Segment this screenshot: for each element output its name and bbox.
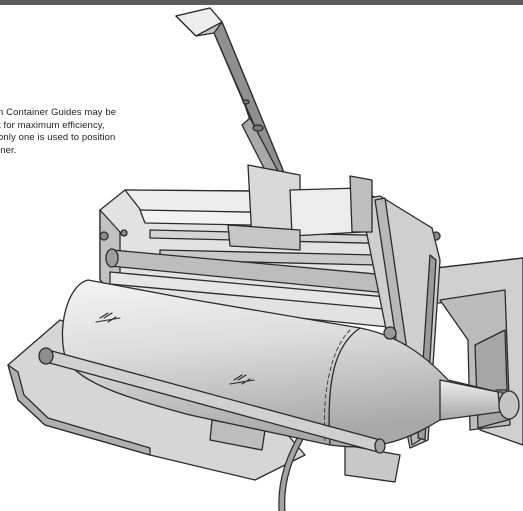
caption-text: n Container Guides may be t for maximum … bbox=[0, 107, 198, 157]
bottle-label-icon bbox=[95, 312, 121, 323]
bottle-label-icon bbox=[229, 374, 255, 385]
caption-line-3: only one is used to position bbox=[0, 132, 116, 143]
caption-line-4: iner. bbox=[0, 144, 17, 156]
caption-line-2: t for maximum efficiency, bbox=[0, 119, 105, 131]
wine-bottle bbox=[61, 279, 520, 448]
applicator-arm bbox=[175, 7, 373, 251]
caption-line-1: n Container Guides may be bbox=[0, 107, 117, 118]
top-rule bbox=[0, 0, 523, 5]
lower-roller-rod bbox=[38, 326, 397, 454]
